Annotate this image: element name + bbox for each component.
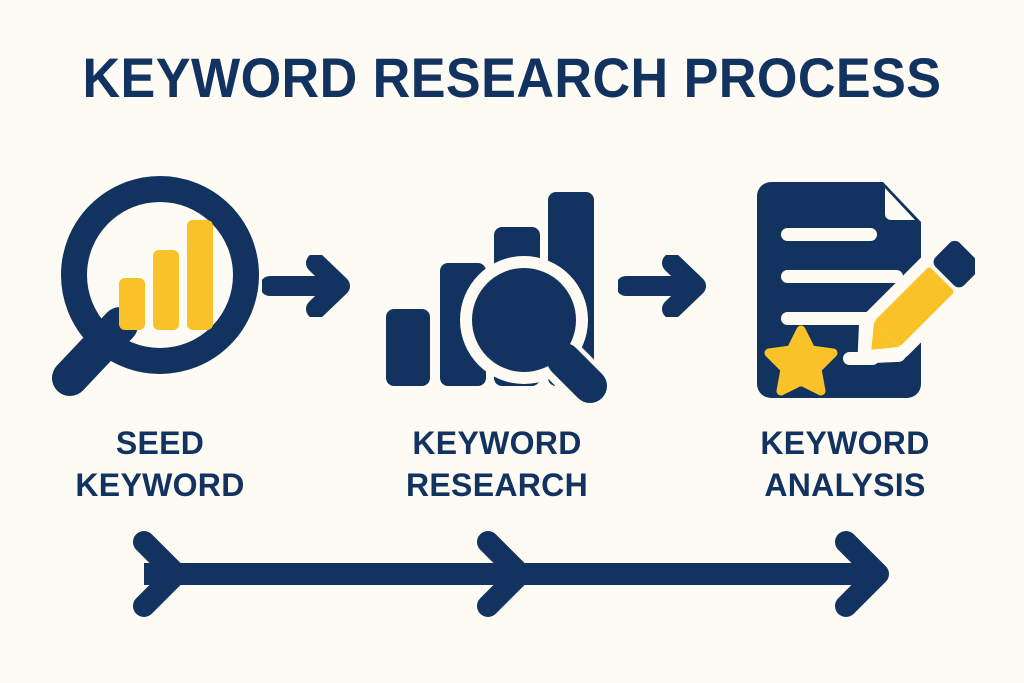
stage-label-line-2: KEYWORD: [75, 467, 245, 503]
arrow-right-icon: [260, 253, 350, 319]
stage-keyword-research: KEYWORD RESEARCH: [352, 170, 642, 510]
arrow-right-icon: [616, 253, 706, 319]
process-timeline: [120, 528, 900, 620]
stage-label-line-1: KEYWORD: [412, 425, 582, 461]
bar-chart-magnifier-icon: [352, 170, 642, 410]
timeline-arrow-icon: [133, 531, 889, 617]
page-title: KEYWORD RESEARCH PROCESS: [82, 46, 942, 109]
stage-label-line-2: ANALYSIS: [764, 467, 926, 503]
stage-label-line-2: RESEARCH: [406, 467, 588, 503]
connector-arrow-2: [616, 253, 708, 319]
connector-arrow-1: [260, 253, 352, 319]
stage-label-seed-keyword: SEED KEYWORD: [15, 422, 305, 506]
document-pencil-star-icon: [700, 170, 990, 410]
magnifier-bar-chart-icon: [15, 170, 305, 410]
stage-label-line-1: KEYWORD: [760, 425, 930, 461]
stage-keyword-analysis: KEYWORD ANALYSIS: [700, 170, 990, 510]
stage-label-keyword-analysis: KEYWORD ANALYSIS: [700, 422, 990, 506]
stage-seed-keyword: SEED KEYWORD: [15, 170, 305, 510]
stage-label-line-1: SEED: [115, 425, 205, 461]
stage-label-keyword-research: KEYWORD RESEARCH: [352, 422, 642, 506]
